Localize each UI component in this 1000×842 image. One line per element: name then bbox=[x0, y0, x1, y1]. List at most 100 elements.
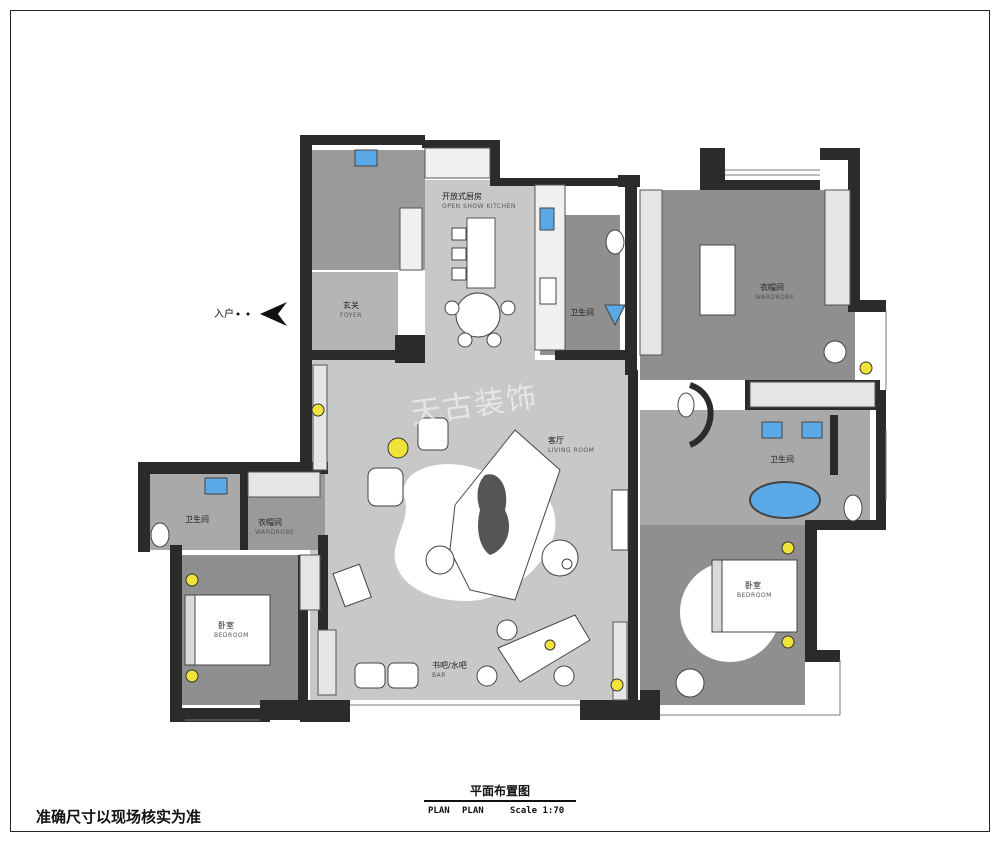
lamps bbox=[185, 361, 873, 692]
lamp-icon bbox=[610, 678, 624, 692]
wall bbox=[300, 135, 425, 145]
lamp-icon bbox=[387, 437, 409, 459]
left-bath-label: 卫生间 bbox=[185, 514, 209, 524]
bar-label-en: BAR bbox=[432, 672, 446, 679]
master-bedroom-label-en: BEDROOM bbox=[737, 592, 772, 599]
scale-label: Scale 1:70 bbox=[510, 806, 565, 816]
wall bbox=[805, 520, 817, 660]
drawing-title: 平面布置图 bbox=[469, 784, 530, 798]
wall bbox=[830, 415, 838, 475]
lamp-icon bbox=[859, 361, 873, 375]
cooktop bbox=[539, 277, 557, 305]
top-toilet bbox=[605, 229, 625, 255]
kitchen-island bbox=[466, 217, 496, 289]
bar-stool bbox=[476, 665, 498, 687]
wall bbox=[805, 520, 885, 530]
dimension-note: 准确尺寸以现场核实为准 bbox=[36, 808, 202, 826]
wall bbox=[640, 690, 660, 720]
room-labels: 开放式厨房 OPEN SHOW KITCHEN 玄关 FOYER 客厅 LIVI… bbox=[185, 191, 794, 679]
master-sink bbox=[761, 421, 783, 439]
master-bedroom-label: 卧室 bbox=[745, 580, 761, 590]
dining bbox=[444, 207, 557, 348]
wall bbox=[298, 555, 308, 715]
top-bath-label: 卫生间 bbox=[570, 307, 594, 317]
master-bed-headboard bbox=[711, 559, 723, 633]
tv-console bbox=[611, 489, 629, 551]
dining-chair bbox=[457, 332, 473, 348]
entry-label: 入户 bbox=[214, 309, 234, 320]
bar-table bbox=[497, 614, 591, 683]
living-furniture bbox=[332, 417, 629, 608]
wall bbox=[876, 390, 886, 530]
wall bbox=[628, 370, 638, 715]
left-bedroom-label-en: BEDROOM bbox=[214, 632, 249, 639]
sanitary bbox=[150, 149, 863, 548]
left-wardrobe-label: 衣帽间 bbox=[258, 517, 282, 527]
plan-label-2: PLAN bbox=[462, 806, 484, 816]
living-label-en: LIVING ROOM bbox=[548, 447, 594, 454]
bar-furniture bbox=[354, 614, 591, 689]
wall bbox=[310, 350, 400, 360]
vanity-mirror bbox=[677, 392, 695, 418]
wardrobe-cabinet bbox=[247, 471, 321, 498]
kitchen-label: 开放式厨房 bbox=[442, 191, 482, 201]
foyer-label-en: FOYER bbox=[340, 312, 362, 319]
wardrobe-cabinet bbox=[749, 381, 876, 408]
lamp-icon bbox=[781, 541, 795, 555]
living-label: 客厅 bbox=[548, 435, 564, 445]
foyer-label: 玄关 bbox=[343, 300, 359, 310]
bar-label: 书吧/水吧 bbox=[432, 660, 467, 670]
wall bbox=[700, 180, 820, 190]
lounge-chair bbox=[332, 563, 372, 608]
lamp-icon bbox=[544, 639, 556, 651]
wall bbox=[848, 300, 886, 312]
stool bbox=[451, 227, 467, 241]
beds bbox=[184, 559, 798, 698]
master-bed bbox=[711, 559, 798, 633]
master-wardrobe-label-en: WARDROBE bbox=[755, 294, 794, 301]
coffee-table bbox=[425, 545, 455, 575]
dining-chair bbox=[444, 300, 460, 316]
title-underline bbox=[424, 800, 576, 802]
wall bbox=[300, 135, 312, 475]
kitchen-label-en: OPEN SHOW KITCHEN bbox=[442, 203, 516, 210]
plan-label: PLAN bbox=[428, 806, 450, 816]
wall bbox=[260, 700, 320, 720]
wall bbox=[138, 462, 150, 552]
entry-arrow-icon bbox=[260, 302, 287, 326]
master-sink bbox=[801, 421, 823, 439]
side-table bbox=[541, 539, 579, 577]
dining-chair bbox=[500, 300, 516, 316]
pantry-cabinet bbox=[424, 147, 491, 179]
master-wardrobe-label: 衣帽间 bbox=[760, 282, 784, 292]
wardrobe-chair bbox=[823, 340, 847, 364]
lamp-icon bbox=[781, 635, 795, 649]
bench bbox=[387, 662, 419, 689]
wall bbox=[848, 148, 860, 308]
bar-stool bbox=[496, 619, 518, 641]
wall bbox=[490, 178, 620, 186]
dining-chair bbox=[486, 332, 502, 348]
title-block: 平面布置图 PLAN PLAN Scale 1:70 bbox=[420, 780, 580, 820]
left-bedroom-label: 卧室 bbox=[218, 620, 234, 630]
lamp-icon bbox=[185, 573, 199, 587]
wardrobe-island bbox=[699, 244, 736, 316]
side-table-inner bbox=[561, 558, 573, 570]
drawing-frame bbox=[10, 10, 990, 832]
left-bed bbox=[194, 594, 271, 666]
windows bbox=[185, 169, 887, 721]
bedroom-chair bbox=[675, 668, 705, 698]
left-toilet bbox=[150, 522, 170, 548]
sculpture bbox=[477, 474, 510, 555]
wall bbox=[580, 700, 640, 720]
left-wardrobe-label-en: WARDROBE bbox=[255, 529, 294, 536]
bar-stool bbox=[553, 665, 575, 687]
lamp-icon bbox=[311, 403, 325, 417]
side-cabinet bbox=[317, 629, 337, 696]
wall bbox=[490, 140, 500, 185]
entry-dot bbox=[236, 312, 240, 316]
master-bath-label: 卫生间 bbox=[770, 454, 794, 464]
wall bbox=[422, 140, 500, 148]
shoe-cabinet bbox=[399, 207, 423, 271]
